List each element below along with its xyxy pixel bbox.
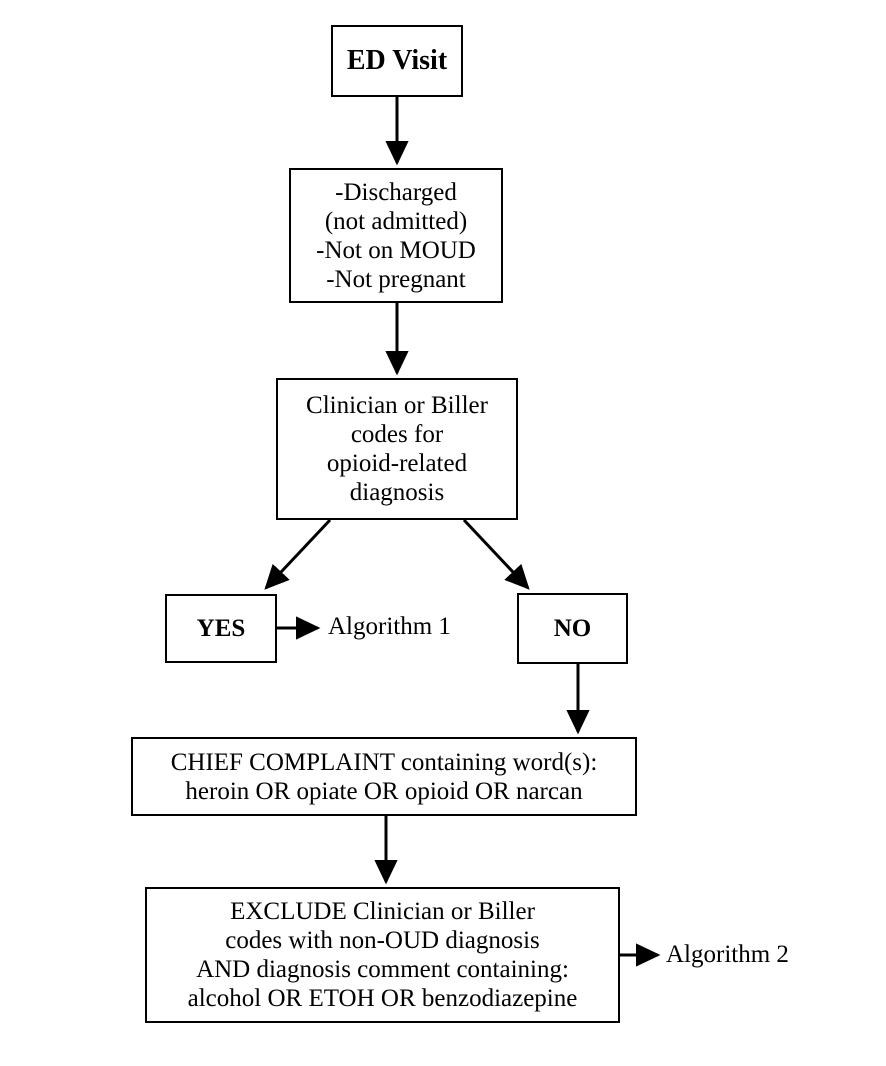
- node-no[interactable]: NO: [517, 593, 628, 664]
- edge-coding-to-no: [462, 518, 530, 590]
- node-chief-complaint[interactable]: CHIEF COMPLAINT containing word(s): hero…: [131, 737, 637, 816]
- label-algorithm-1: Algorithm 1: [328, 613, 451, 640]
- node-eligibility-criteria[interactable]: -Discharged (not admitted) -Not on MOUD …: [289, 168, 503, 303]
- node-ed-visit[interactable]: ED Visit: [331, 25, 463, 97]
- node-chief-complaint-label: CHIEF COMPLAINT containing word(s): hero…: [170, 748, 598, 805]
- node-eligibility-criteria-label: -Discharged (not admitted) -Not on MOUD …: [316, 178, 476, 293]
- label-algorithm-2: Algorithm 2: [666, 941, 789, 968]
- node-ed-visit-label: ED Visit: [346, 44, 448, 76]
- node-yes-label: YES: [196, 615, 246, 642]
- node-clinician-biller-coding[interactable]: Clinician or Biller codes for opioid-rel…: [276, 378, 518, 520]
- node-clinician-biller-coding-label: Clinician or Biller codes for opioid-rel…: [306, 392, 488, 506]
- node-exclude-criteria[interactable]: EXCLUDE Clinician or Biller codes with n…: [145, 887, 620, 1023]
- node-exclude-criteria-label: EXCLUDE Clinician or Biller codes with n…: [187, 898, 578, 1012]
- edge-coding-to-yes: [264, 518, 332, 590]
- node-no-label: NO: [553, 615, 592, 642]
- node-yes[interactable]: YES: [165, 594, 277, 663]
